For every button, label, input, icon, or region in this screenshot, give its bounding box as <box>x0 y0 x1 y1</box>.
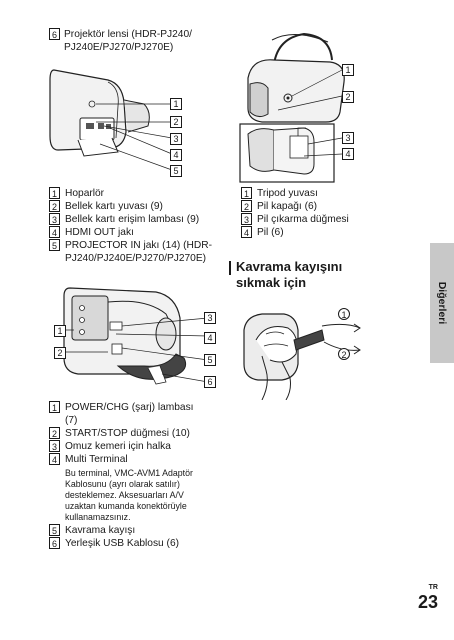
fig3-callout-1: 1 <box>54 325 66 337</box>
fig2-callout-3: 3 <box>342 132 354 144</box>
list-item: 4 HDMI OUT jakı <box>49 226 212 239</box>
item-number: 3 <box>49 213 60 225</box>
item-text: Omuz kemeri için halka <box>65 441 171 452</box>
item-number: 2 <box>49 200 60 212</box>
fig3-callout-4: 4 <box>204 332 216 344</box>
fig2-callout-1: 1 <box>342 64 354 76</box>
hand-grip-drawing <box>243 313 361 400</box>
fig3-callout-5: 5 <box>204 354 216 366</box>
item-number: 1 <box>49 401 60 413</box>
item-number: 2 <box>241 200 252 212</box>
item-number: 3 <box>241 213 252 225</box>
page-language-code: TR <box>428 584 438 591</box>
item-text: Tripod yuvası <box>257 188 318 199</box>
item-text-cont: (7) <box>65 415 78 426</box>
list-item: 1 Hoparlör <box>49 187 212 200</box>
list-item: 1 POWER/CHG (şarj) lambası (7) <box>49 401 224 427</box>
figure-grip-belt-tightening: 1 2 <box>236 300 366 400</box>
fig2-callout-4: 4 <box>342 148 354 160</box>
fig1-callout-3: 3 <box>170 133 182 145</box>
heading-line-2: sıkmak için <box>236 275 307 290</box>
heading-line-1: Kavrama kayışını <box>236 259 343 274</box>
figure-camcorder-grip-side: 1 2 3 4 5 6 <box>48 282 218 394</box>
fig1-callout-2: 2 <box>170 116 182 128</box>
fig3-callout-6: 6 <box>204 376 216 388</box>
item-number: 5 <box>49 524 60 536</box>
item-number: 4 <box>49 226 60 238</box>
grip-step-1: 1 <box>338 308 350 320</box>
list-item: 4 Pil (6) <box>241 226 349 239</box>
intro-item-text: Projektör lensi (HDR-PJ240/ <box>64 29 192 40</box>
item-text: Yerleşik USB Kablosu (6) <box>65 538 180 549</box>
item-number: 5 <box>49 239 60 251</box>
fig1-callout-1: 1 <box>170 98 182 110</box>
item-number: 1 <box>241 187 252 199</box>
item-text: START/STOP düğmesi (10) <box>65 428 190 439</box>
list-item: 2 Pil kapağı (6) <box>241 200 349 213</box>
figure-camcorder-bottom-battery: 1 2 3 4 <box>234 24 366 184</box>
camcorder-bottom-drawing <box>239 32 345 183</box>
fig2-callout-2: 2 <box>342 91 354 103</box>
list-item: 1 Tripod yuvası <box>241 187 349 200</box>
figure-camcorder-side-projector: 1 2 3 4 5 <box>48 66 198 177</box>
item-number: 4 <box>241 226 252 238</box>
item-number: 1 <box>49 187 60 199</box>
grip-step-2: 2 <box>338 348 350 360</box>
intro-item-number: 6 <box>49 28 60 40</box>
item-number: 4 <box>49 453 60 465</box>
list-item: 3 Omuz kemeri için halka <box>49 440 224 453</box>
list-item: 4 Multi Terminal Bu terminal, VMC-AVM1 Ada… <box>49 453 224 523</box>
list-projector-parts: 1 Hoparlör 2 Bellek kartı yuvası (9) 3 Bell… <box>49 187 212 265</box>
intro-item: 6 Projektör lensi (HDR-PJ240/ PJ240E/PJ27… <box>49 28 192 54</box>
item-text: Bellek kartı erişim lambası (9) <box>65 214 200 225</box>
item-text: Bellek kartı yuvası (9) <box>65 201 163 212</box>
page-number: 23 <box>417 592 438 612</box>
item-number: 2 <box>49 427 60 439</box>
section-side-tab: Diğerleri <box>430 243 454 363</box>
item-note: Bu terminal, VMC-AVM1 Adaptör Kablosunu … <box>65 468 193 522</box>
item-number: 6 <box>49 537 60 549</box>
list-grip-parts: 1 POWER/CHG (şarj) lambası (7) 2 START/STOP… <box>49 401 224 550</box>
item-text: Kavrama kayışı <box>65 525 136 536</box>
list-item: 5 PROJECTOR IN jakı (14) (HDR- PJ240/PJ240… <box>49 239 212 265</box>
list-item: 5 Kavrama kayışı <box>49 524 224 537</box>
fig3-callout-3: 3 <box>204 312 216 324</box>
camcorder-grip-drawing <box>56 287 209 385</box>
item-text: Multi Terminal <box>65 454 128 465</box>
fig1-callout-4: 4 <box>170 149 182 161</box>
list-item: 3 Bellek kartı erişim lambası (9) <box>49 213 212 226</box>
section-heading-bar <box>229 261 231 275</box>
intro-item-text-cont: PJ240E/PJ270/PJ270E) <box>64 42 174 53</box>
item-text: Pil (6) <box>257 227 284 238</box>
item-text: POWER/CHG (şarj) lambası <box>65 402 194 413</box>
list-item: 2 START/STOP düğmesi (10) <box>49 427 224 440</box>
item-number: 3 <box>49 440 60 452</box>
section-heading: Kavrama kayışını sıkmak için <box>236 259 436 291</box>
item-text-cont: PJ240/PJ240E/PJ270/PJ270E) <box>65 253 207 264</box>
list-item: 6 Yerleşik USB Kablosu (6) <box>49 537 224 550</box>
list-bottom-parts: 1 Tripod yuvası 2 Pil kapağı (6) 3 Pil çıka… <box>241 187 349 239</box>
camcorder-side-drawing <box>49 69 173 171</box>
item-text: PROJECTOR IN jakı (14) (HDR- <box>65 240 212 251</box>
item-text: HDMI OUT jakı <box>65 227 134 238</box>
side-tab-label: Diğerleri <box>436 281 448 325</box>
fig1-callout-5: 5 <box>170 165 182 177</box>
item-text: Pil kapağı (6) <box>257 201 318 212</box>
fig3-callout-2: 2 <box>54 347 66 359</box>
list-item: 2 Bellek kartı yuvası (9) <box>49 200 212 213</box>
list-item: 3 Pil çıkarma düğmesi <box>241 213 349 226</box>
item-text: Pil çıkarma düğmesi <box>257 214 349 225</box>
item-text: Hoparlör <box>65 188 105 199</box>
